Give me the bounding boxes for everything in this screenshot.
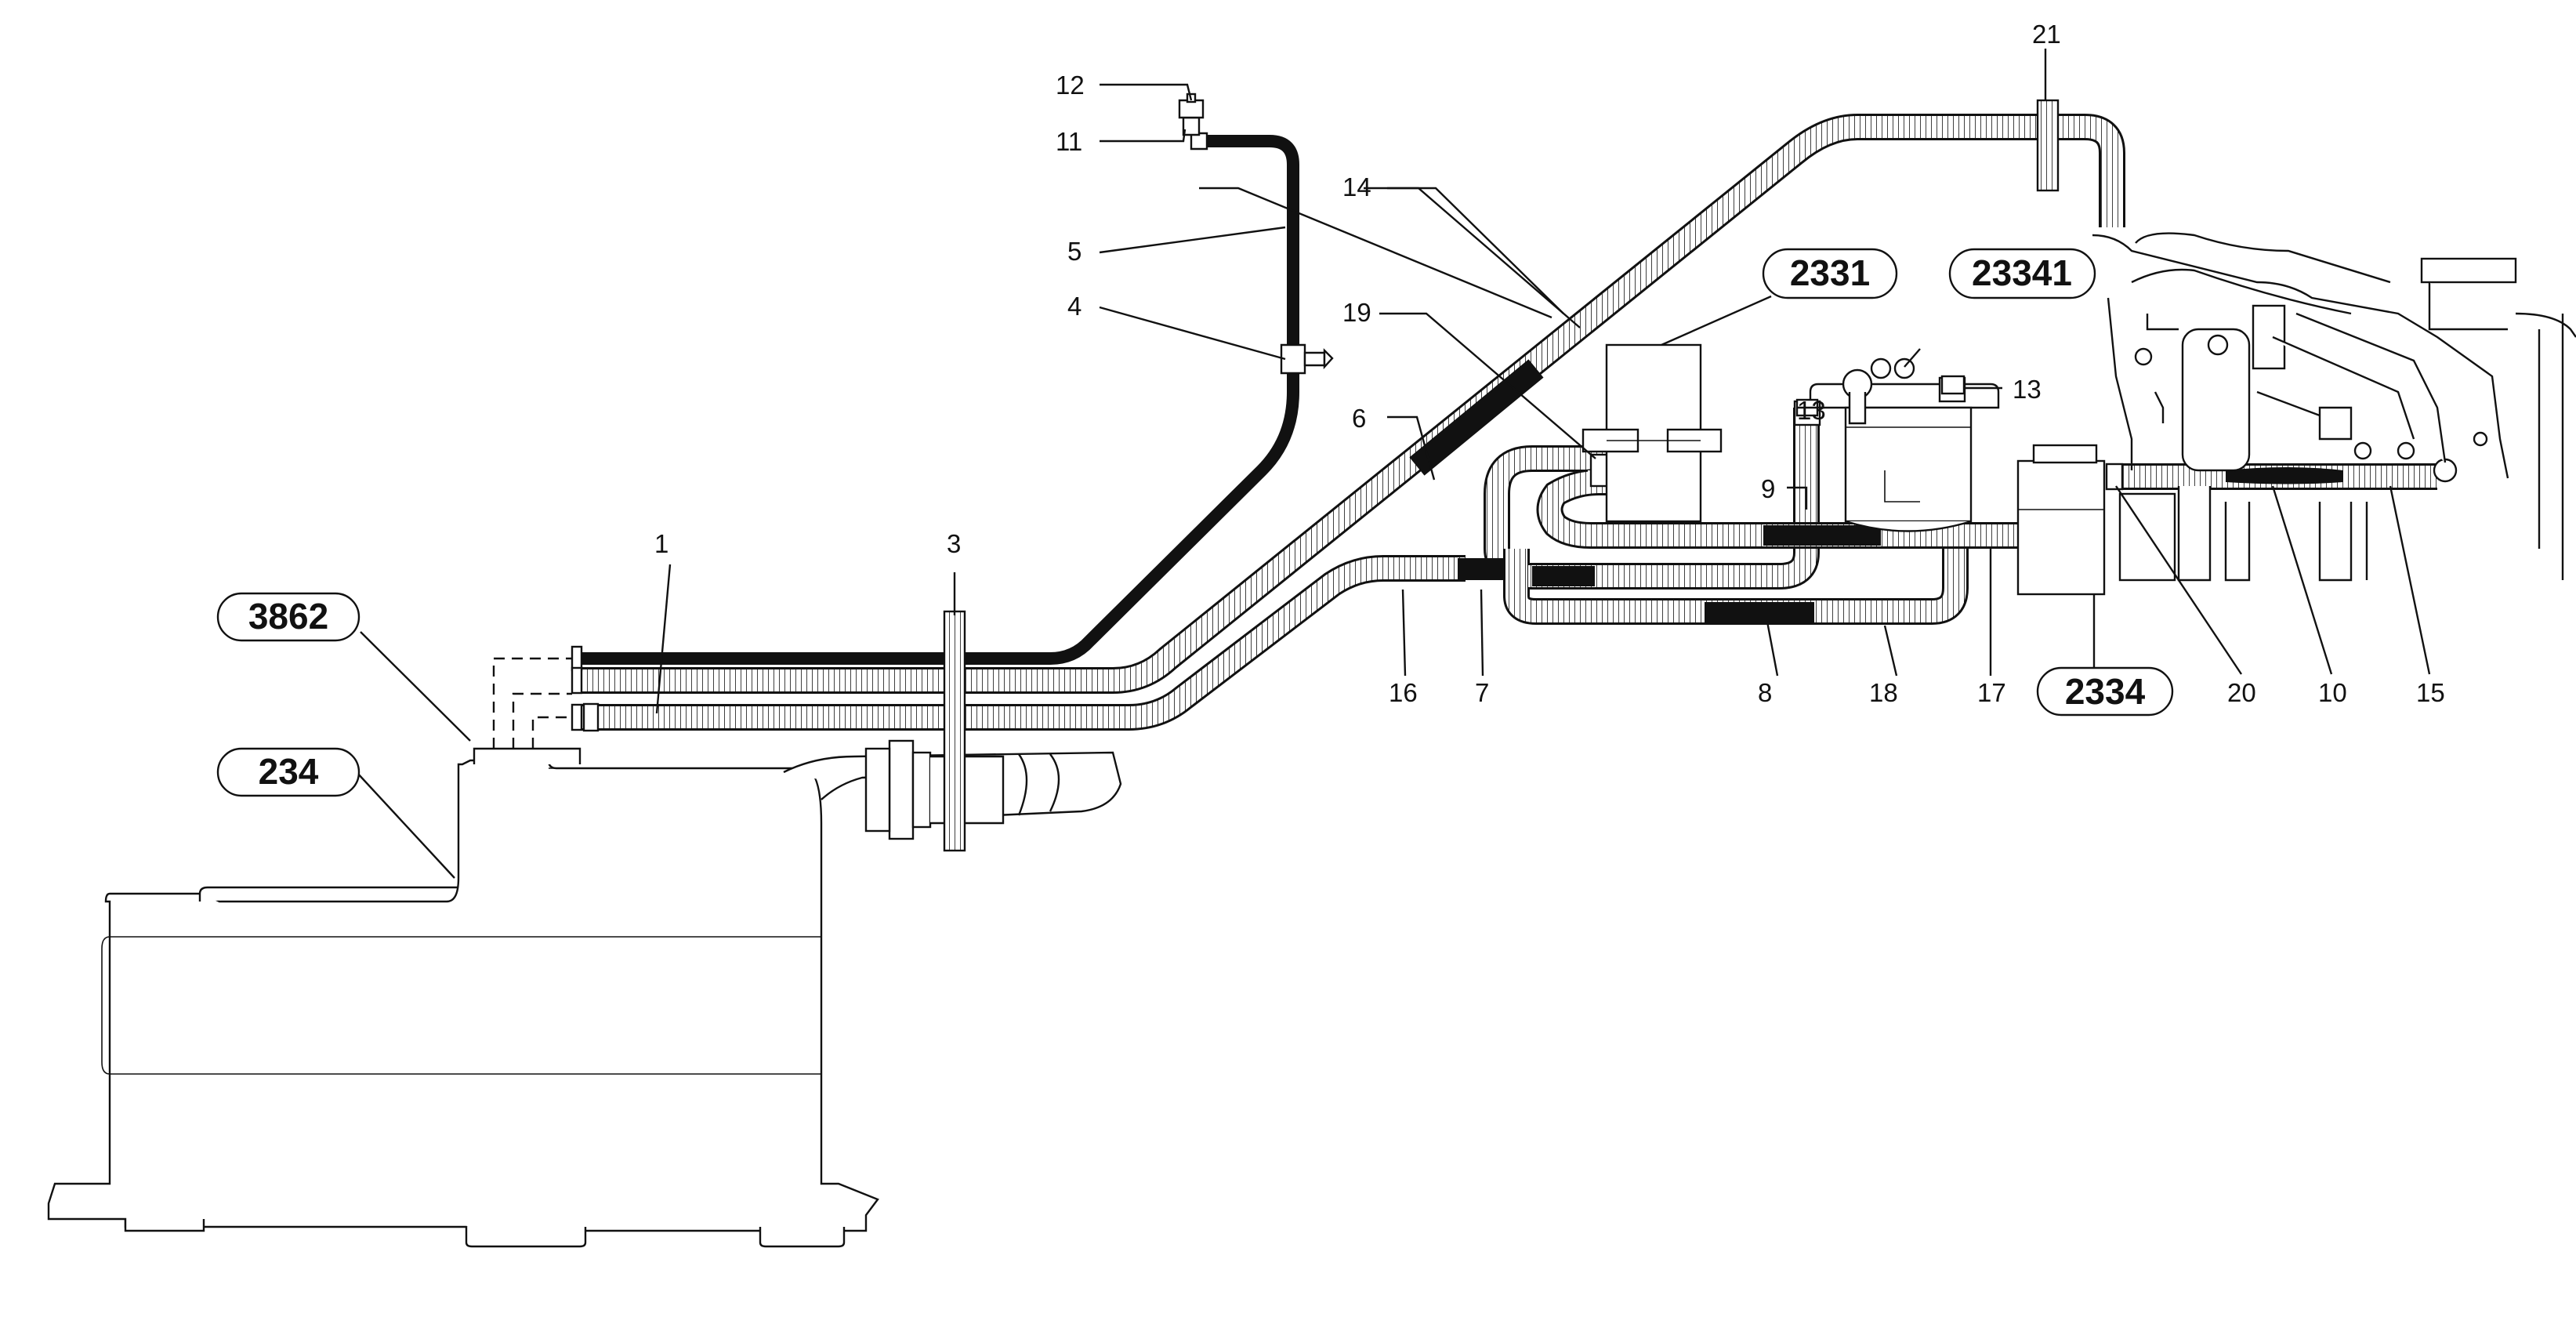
callout-12: 12 [1056,71,1085,100]
ref-2334: 2334 [2036,666,2174,717]
fuel-tank [47,739,1122,1248]
callout-4: 4 [1067,292,1081,321]
callout-3: 3 [947,529,961,558]
vent-fittings [1178,93,1334,375]
callout-19: 19 [1342,298,1371,327]
reference-boxes: 3862 234 2331 23341 2334 [216,248,2174,797]
engine-block [2092,232,2576,582]
ref-3862: 3862 [216,592,360,642]
svg-text:3862: 3862 [248,596,328,637]
callout-15: 15 [2416,678,2445,707]
supply-hose-16 [572,555,1466,731]
callout-numbers: 12 11 5 4 14 19 6 1 3 16 7 8 18 17 9 13 … [654,20,2445,707]
callout-16: 16 [1389,678,1418,707]
callout-13-left: 13 [1797,396,1826,425]
fuel-filter-23341 [1793,357,2000,532]
loop-hoses [1458,384,2018,625]
callout-1: 1 [654,529,668,558]
callout-10: 10 [2318,678,2347,707]
cable-tie-21 [2036,99,2060,192]
fuel-pump-2331 [1581,343,1723,523]
svg-text:2331: 2331 [1790,252,1870,293]
vent-hose [572,135,1299,665]
svg-text:23341: 23341 [1972,252,2072,293]
leader-lines [356,49,2431,879]
svg-text:2334: 2334 [2065,671,2146,712]
ref-23341: 23341 [1948,248,2096,299]
callout-5: 5 [1067,237,1081,266]
banjo-fitting-right [1940,375,1966,395]
callout-20: 20 [2227,678,2256,707]
callout-8: 8 [1758,678,1772,707]
callout-11: 11 [1056,127,1082,156]
callout-7: 7 [1475,678,1489,707]
svg-text:234: 234 [259,751,319,792]
tank-port-dashes [492,657,572,749]
hose-fitting-1 [582,702,600,732]
return-hose-14 [572,114,2125,694]
engine-hose-15 [2105,463,2437,491]
cooler-2334 [2016,444,2106,596]
ref-2331: 2331 [1762,248,1898,299]
callout-21: 21 [2032,20,2061,49]
cable-tie-3 [943,610,966,852]
callout-14: 14 [1342,172,1371,201]
callout-18: 18 [1869,678,1898,707]
ref-234: 234 [216,747,360,797]
callout-13-right: 13 [2013,375,2042,404]
callout-17: 17 [1977,678,2006,707]
callout-6: 6 [1352,404,1366,433]
callout-9: 9 [1761,474,1775,503]
